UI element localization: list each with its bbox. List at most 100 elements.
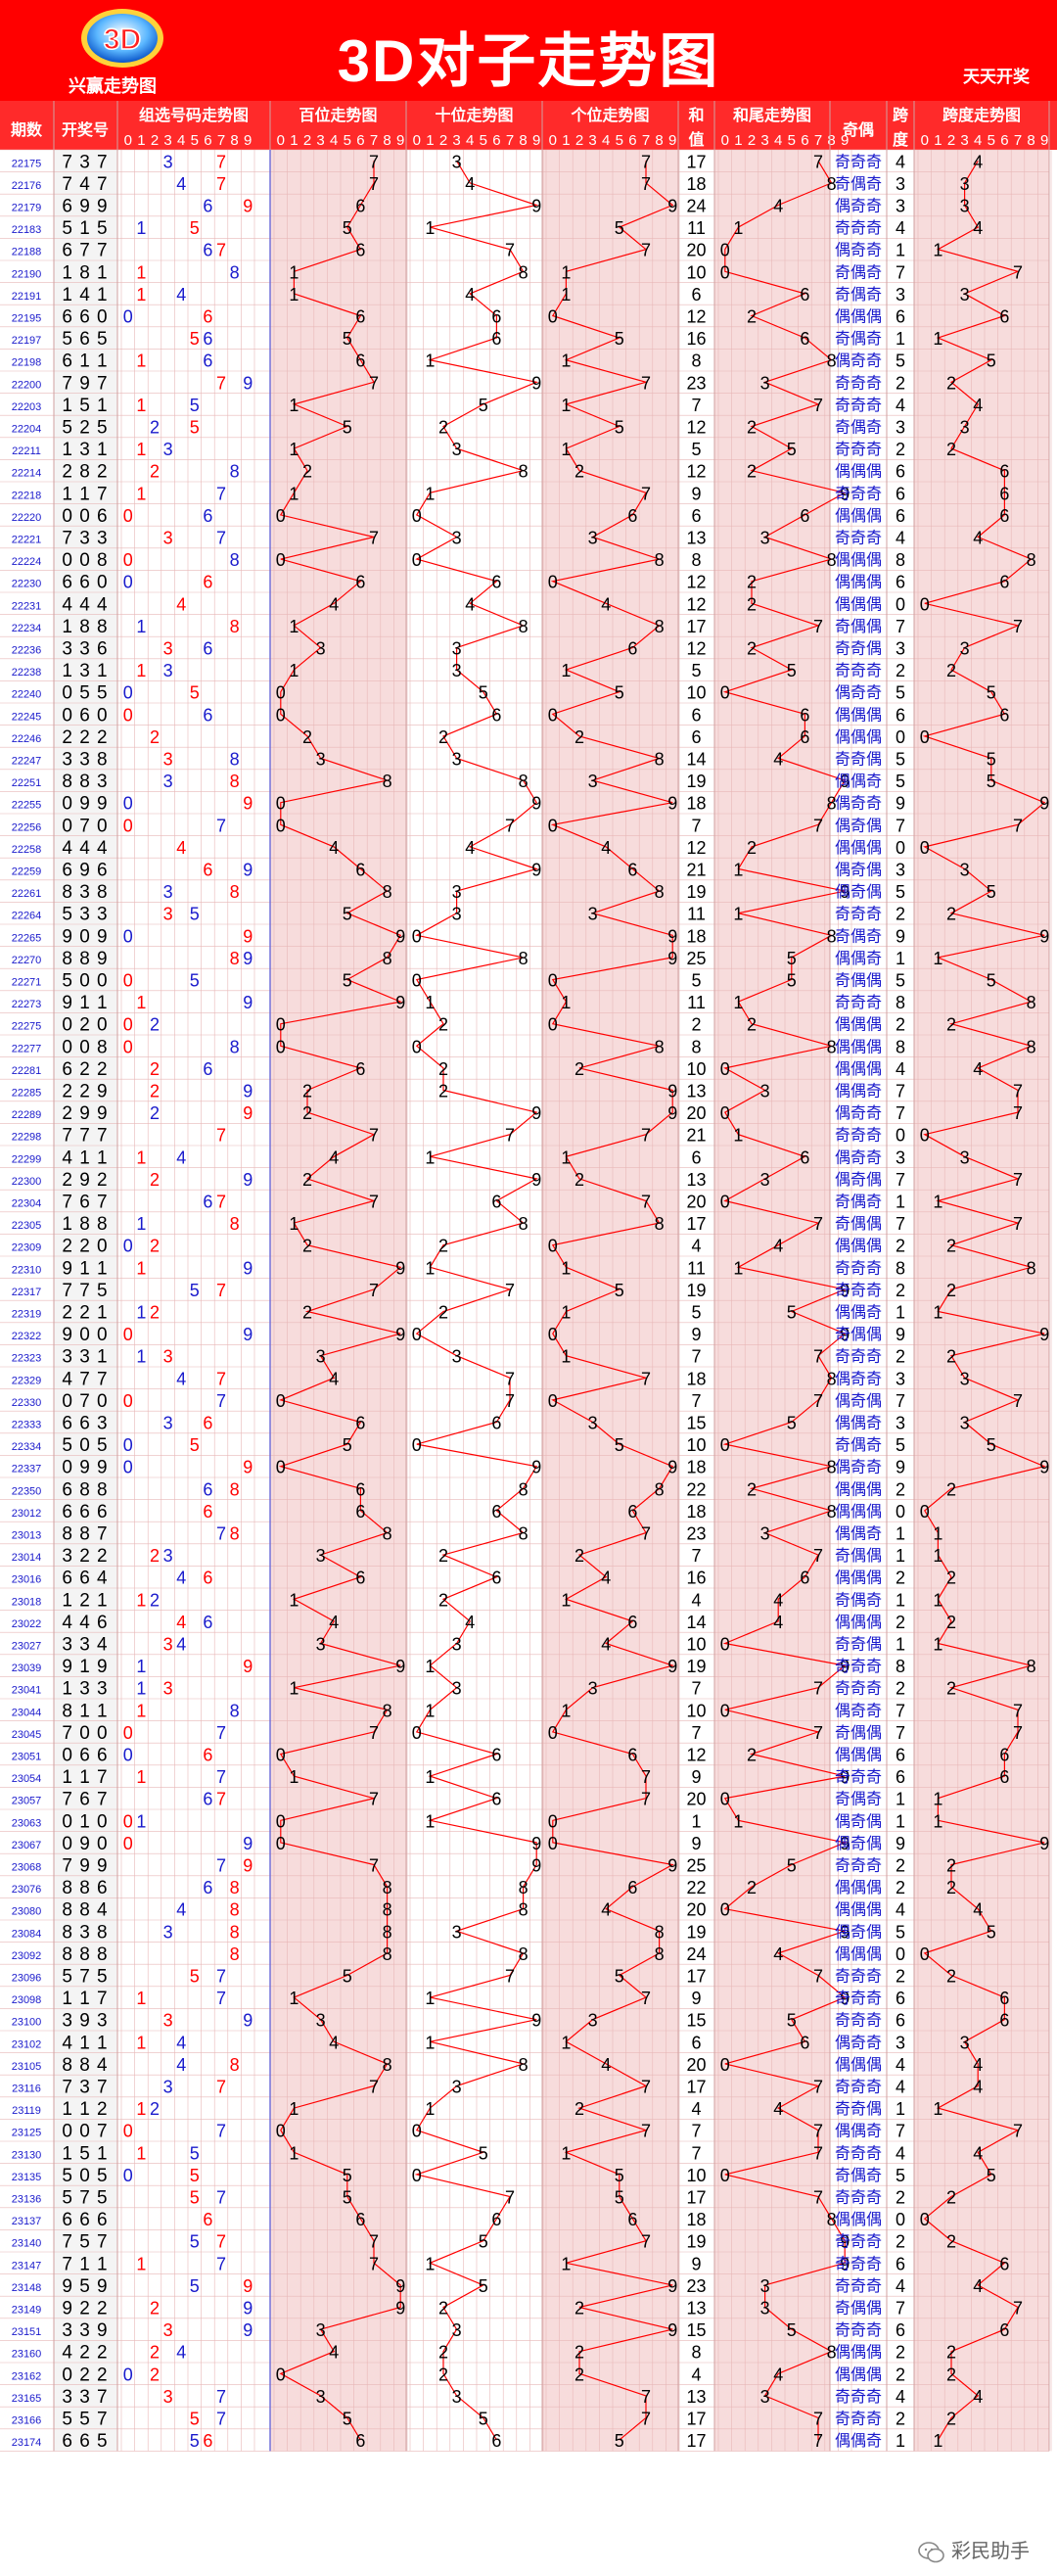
cell-group-digit: 8 [230,617,240,636]
point-spantrend: 4 [973,529,983,548]
point-sumtail: 7 [813,1214,823,1234]
cell-group-digit: 1 [136,1989,146,2008]
cell-sum: 13 [686,1082,706,1101]
header-digit-hundreds: 7 [370,132,378,149]
cell-number: 1 8 8 [62,1214,108,1235]
cell-sum: 8 [691,1037,701,1056]
cell-parity: 偶奇奇 [835,2034,882,2051]
header-digit-hundreds: 6 [356,132,364,149]
point-hundreds: 0 [276,683,286,703]
cell-number: 6 2 2 [62,1059,108,1080]
cell-issue: 22271 [12,977,42,989]
cell-group-digit: 2 [150,2099,160,2119]
cell-group-digit: 2 [150,1170,160,1190]
point-hundreds: 6 [355,197,365,216]
cell-parity: 偶偶偶 [835,463,882,481]
point-units: 8 [655,882,665,902]
header-bar: 3D 兴赢走势图 3D对子走势图 天天开奖 [0,0,1057,101]
point-sumtail: 7 [813,152,823,171]
cell-group-digit: 2 [150,727,160,747]
point-sumtail: 9 [840,1834,850,1853]
cell-group-digit: 3 [163,1347,173,1367]
cell-group-digit: 9 [243,2320,253,2340]
point-units: 3 [588,905,598,924]
header-digit-group: 5 [191,132,199,149]
point-spantrend: 1 [933,1811,942,1831]
cell-sum: 19 [686,1281,706,1300]
point-tens: 6 [491,1746,501,1765]
point-sumtail: 5 [787,1414,797,1433]
cell-sum: 12 [686,573,706,592]
point-units: 7 [641,1369,651,1388]
point-spantrend: 4 [973,1900,983,1920]
cell-parity: 偶偶偶 [835,1238,882,1255]
point-tens: 6 [491,329,501,349]
cell-sum: 9 [691,1767,701,1787]
point-sumtail: 0 [720,1635,730,1655]
cell-issue: 23044 [12,1707,42,1718]
point-spantrend: 8 [1027,1037,1036,1056]
point-units: 7 [641,152,651,171]
cell-issue: 23022 [12,1618,42,1630]
cell-number: 1 8 8 [62,617,108,637]
cell-span: 8 [896,993,905,1012]
point-spantrend: 2 [946,2365,956,2384]
cell-span: 2 [896,1967,905,1987]
cell-parity: 偶奇奇 [835,198,882,215]
header-parity: 奇偶 [843,120,874,139]
trend-line-tens [414,160,539,2441]
point-tens: 0 [412,2166,422,2185]
point-hundreds: 4 [329,594,339,614]
point-sumtail: 3 [760,1524,770,1544]
point-hundreds: 0 [276,816,286,835]
cell-span: 6 [896,573,905,592]
point-tens: 2 [438,1082,448,1101]
cell-group-digit: 3 [163,2078,173,2097]
point-spantrend: 7 [1013,1214,1023,1234]
header-digit-hundreds: 4 [330,132,338,149]
cell-group-digit: 3 [163,661,173,680]
point-spantrend: 2 [946,1569,956,1588]
cell-issue: 22236 [12,645,42,657]
cell-parity: 奇偶奇 [835,263,882,281]
header-units: 个位走势图 [570,106,649,124]
header-digit-spantrend: 1 [934,132,942,149]
cell-sum: 12 [686,838,706,858]
point-sumtail: 2 [747,1015,757,1035]
cell-number: 3 3 9 [62,2320,108,2341]
cell-number: 6 6 0 [62,307,108,328]
cell-sum: 20 [686,241,706,260]
cell-sum: 12 [686,462,706,482]
cell-sum: 18 [686,1502,706,1522]
cell-span: 2 [896,2365,905,2384]
cell-group-digit: 7 [216,1281,226,1300]
cell-parity: 偶奇奇 [835,1148,882,1166]
cell-parity: 奇奇偶 [835,751,882,769]
cell-number: 2 2 0 [62,1237,108,1257]
cell-parity: 偶偶偶 [835,1569,882,1587]
point-hundreds: 6 [355,351,365,371]
point-units: 1 [561,661,571,680]
wechat-icon [918,2542,944,2563]
point-spantrend: 4 [973,396,983,415]
point-spantrend: 4 [973,2078,983,2097]
point-units: 1 [561,396,571,415]
cell-issue: 22234 [12,623,42,634]
cell-group-digit: 5 [190,905,200,924]
header-digit-sumtail: 4 [774,132,782,149]
cell-group-digit: 7 [216,152,226,171]
point-units: 9 [667,794,677,814]
point-units: 9 [667,1082,677,1101]
cell-parity: 奇奇奇 [835,662,882,679]
cell-sum: 13 [686,2299,706,2318]
point-tens: 0 [412,971,422,991]
point-units: 7 [641,241,651,260]
cell-sum: 7 [691,1347,701,1367]
cell-group-digit: 0 [123,971,133,991]
cell-group-digit: 3 [163,152,173,171]
header-digit-units: 1 [562,132,570,149]
point-tens: 8 [519,1479,528,1499]
point-units: 7 [641,373,651,393]
cell-span: 7 [896,816,905,835]
point-sumtail: 7 [813,1967,823,1987]
